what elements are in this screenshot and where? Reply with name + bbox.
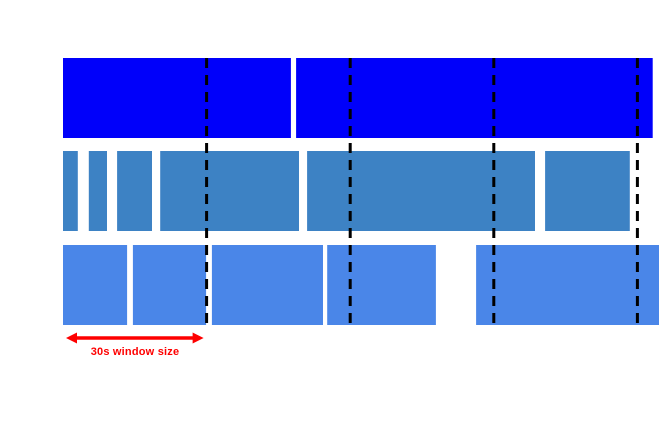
row-3-segment [476,245,659,325]
window-size-arrowhead-left [66,332,77,344]
row-3-segment [327,245,436,325]
row-2-segment [160,151,299,231]
window-size-arrowhead-right [192,332,204,344]
row-3-segment [211,245,323,325]
window-size-label: 30s window size [90,346,180,358]
row-2-segment [117,151,152,231]
row-3-segment [132,245,207,325]
row-2-segment [63,151,78,231]
row-2-segment [88,151,107,231]
row-3-segment [63,245,128,325]
row-1-segment [296,58,653,138]
row-2-segment [307,151,535,231]
row-1-segment [63,58,291,138]
row-2-segment [545,151,630,231]
